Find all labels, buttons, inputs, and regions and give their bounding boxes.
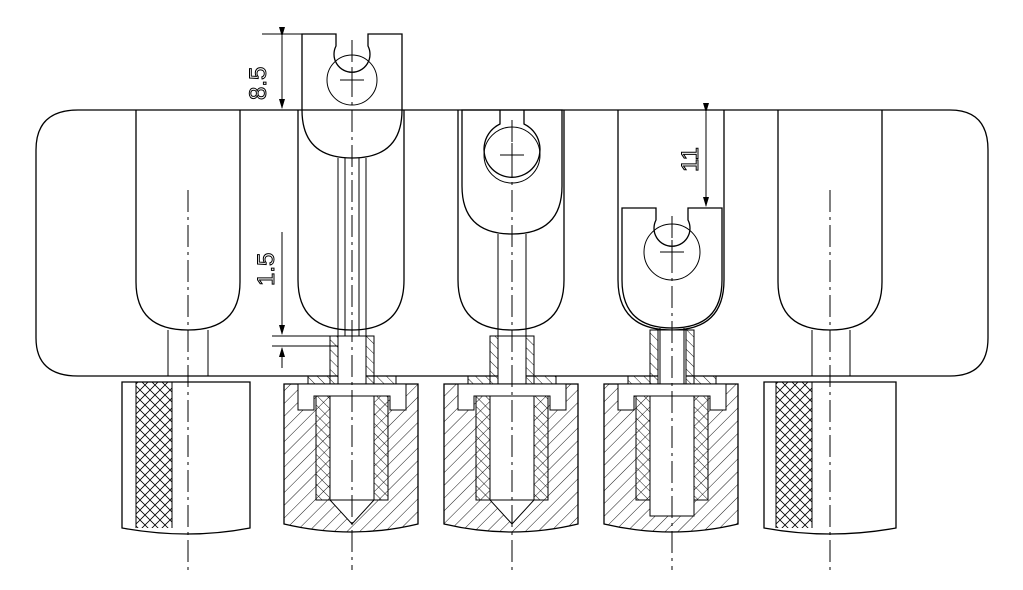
- knurled-knob: [121, 381, 251, 535]
- dimension-1-5: 1.5: [253, 232, 338, 368]
- slot-3: [443, 109, 579, 570]
- dim-label-11: 11: [677, 147, 704, 172]
- dimension-11: 11: [677, 103, 720, 209]
- dimension-8-5: 8.5: [245, 27, 302, 111]
- dim-label-8-5: 8.5: [245, 67, 272, 100]
- slot-5: [763, 110, 897, 570]
- slot-2: [283, 33, 419, 570]
- slot-4: [603, 110, 739, 570]
- dim-label-1-5: 1.5: [253, 253, 280, 286]
- slot-1: [121, 110, 251, 570]
- knurl-pattern: [136, 382, 172, 528]
- housing-outline: [35, 109, 989, 377]
- clip-head-2: [301, 33, 403, 159]
- knurled-knob-right: [763, 381, 897, 535]
